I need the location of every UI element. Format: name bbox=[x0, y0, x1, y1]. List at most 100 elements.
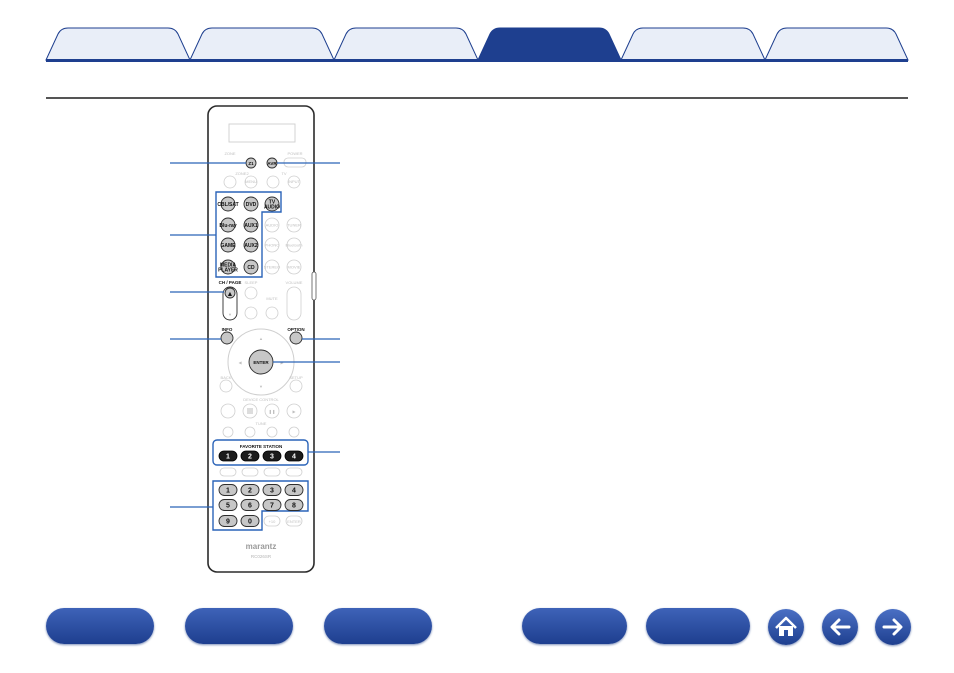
tab-baseline bbox=[46, 59, 908, 62]
source-button-3[interactable] bbox=[264, 196, 280, 212]
plus10-button[interactable] bbox=[263, 515, 281, 527]
plus10-label: +10 bbox=[269, 519, 277, 524]
chapter-tabs bbox=[45, 27, 909, 62]
mode-button-3[interactable] bbox=[263, 467, 281, 477]
play-button[interactable] bbox=[286, 403, 302, 419]
forward-arrow-button[interactable] bbox=[875, 609, 911, 645]
tab-3[interactable] bbox=[333, 27, 479, 61]
option-button[interactable] bbox=[289, 331, 303, 345]
volume-rocker[interactable] bbox=[286, 286, 302, 321]
tv-input-button[interactable] bbox=[287, 175, 301, 189]
nav-button-2[interactable] bbox=[185, 608, 293, 644]
mode-source-button-4[interactable] bbox=[286, 237, 302, 253]
home-button[interactable] bbox=[768, 609, 804, 645]
tune-up-button[interactable] bbox=[266, 426, 278, 438]
skip-forward-button[interactable] bbox=[288, 426, 300, 438]
tab-5[interactable] bbox=[620, 27, 766, 61]
source-button-label: AUX2 bbox=[244, 243, 258, 249]
model-label: RC026SR bbox=[251, 554, 272, 559]
source-button-2[interactable] bbox=[243, 196, 259, 212]
number-button-4[interactable] bbox=[284, 484, 304, 496]
avr-label: AVR bbox=[267, 161, 277, 166]
info-button[interactable] bbox=[220, 331, 234, 345]
number-button-2[interactable] bbox=[240, 484, 260, 496]
mode-source-label: AUDIO bbox=[266, 223, 279, 228]
search-button[interactable] bbox=[220, 403, 236, 419]
pause-icon: ❚❚ bbox=[269, 409, 276, 414]
random-button[interactable] bbox=[244, 306, 258, 320]
ch-down-arrow: ▼ bbox=[228, 312, 232, 317]
number-button-label: 6 bbox=[248, 503, 252, 510]
source-button-8[interactable] bbox=[220, 259, 236, 275]
ch-page-up-button[interactable] bbox=[224, 287, 236, 299]
number-button-6[interactable] bbox=[240, 499, 260, 511]
zone1-label: Z1 bbox=[248, 161, 254, 166]
zone2-label: ZONE2 bbox=[235, 171, 249, 176]
source-button-label: GAME bbox=[221, 243, 237, 249]
mode-source-button-5[interactable] bbox=[264, 259, 280, 275]
source-button-4[interactable] bbox=[220, 217, 236, 233]
number-button-9[interactable] bbox=[218, 515, 238, 527]
menu-button[interactable] bbox=[244, 175, 258, 189]
nav-button-4[interactable] bbox=[522, 608, 627, 644]
source-button-9[interactable] bbox=[243, 259, 259, 275]
source-button-5[interactable] bbox=[243, 217, 259, 233]
mode-source-button-2[interactable] bbox=[286, 217, 302, 233]
enter-label: ENTER bbox=[253, 360, 269, 365]
number-button-0[interactable] bbox=[240, 515, 260, 527]
mode-button-2[interactable] bbox=[241, 467, 259, 477]
number-button-label: 0 bbox=[248, 519, 252, 526]
number-button-8[interactable] bbox=[284, 499, 304, 511]
tune-down-button[interactable] bbox=[244, 426, 256, 438]
mode-source-label: PHONO bbox=[265, 243, 280, 248]
mute-button[interactable] bbox=[265, 306, 279, 320]
mode-source-button-3[interactable] bbox=[264, 237, 280, 253]
tab-6[interactable] bbox=[764, 27, 909, 61]
mode-source-label: TUNER bbox=[287, 223, 301, 228]
device-control-label: DEVICE CONTROL bbox=[243, 397, 279, 402]
source-button-label: CBL/SAT bbox=[217, 202, 238, 208]
skip-back-button[interactable] bbox=[222, 426, 234, 438]
pause-button[interactable] bbox=[264, 403, 280, 419]
source-button-6[interactable] bbox=[220, 237, 236, 253]
nav-button-1[interactable] bbox=[46, 608, 154, 644]
home-icon bbox=[775, 616, 797, 636]
number-button-label: 3 bbox=[270, 488, 274, 495]
favorite-button-2[interactable] bbox=[240, 450, 260, 462]
favorite-button-4[interactable] bbox=[284, 450, 304, 462]
favorite-station-label: FAVORITE STATION bbox=[240, 444, 283, 449]
mode-source-button-1[interactable] bbox=[264, 217, 280, 233]
setup-label: SETUP bbox=[289, 375, 303, 380]
number-button-5[interactable] bbox=[218, 499, 238, 511]
tab-1[interactable] bbox=[45, 27, 191, 61]
small-enter-button[interactable] bbox=[285, 515, 303, 527]
source-button-1[interactable] bbox=[220, 196, 236, 212]
mode-source-label: MOVIE bbox=[288, 265, 301, 270]
mode-button-1[interactable] bbox=[219, 467, 237, 477]
mode-button-4[interactable] bbox=[285, 467, 303, 477]
tab-2[interactable] bbox=[189, 27, 335, 61]
zone2-power-button[interactable] bbox=[223, 175, 237, 189]
sleep-button[interactable] bbox=[244, 286, 258, 300]
number-button-7[interactable] bbox=[262, 499, 282, 511]
mute-label: MUTE bbox=[266, 296, 278, 301]
back-button[interactable] bbox=[219, 379, 233, 393]
setup-button[interactable] bbox=[289, 379, 303, 393]
tab-4[interactable] bbox=[477, 27, 622, 61]
source-button-7[interactable] bbox=[243, 237, 259, 253]
number-button-1[interactable] bbox=[218, 484, 238, 496]
favorite-button-1[interactable] bbox=[218, 450, 238, 462]
favorite-button-3[interactable] bbox=[262, 450, 282, 462]
source-button-label: DVD bbox=[246, 202, 257, 208]
number-button-3[interactable] bbox=[262, 484, 282, 496]
cursor-up-arrow: ▲ bbox=[259, 336, 263, 341]
tv-power-button[interactable] bbox=[266, 175, 280, 189]
tv-label: TV bbox=[281, 171, 286, 176]
remote-control-illustration: ZONE POWER Z1 AVR ZONE2 TV MENU INPUT CB… bbox=[170, 105, 340, 573]
mode-source-button-6[interactable] bbox=[286, 259, 302, 275]
nav-button-5[interactable] bbox=[646, 608, 750, 644]
info-label: INFO bbox=[222, 327, 233, 332]
nav-button-3[interactable] bbox=[324, 608, 432, 644]
back-arrow-button[interactable] bbox=[822, 609, 858, 645]
menu-label: MENU bbox=[245, 179, 257, 184]
